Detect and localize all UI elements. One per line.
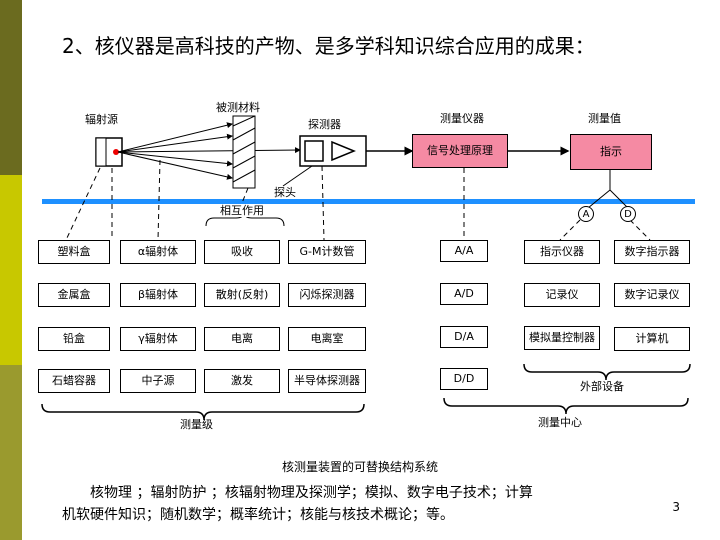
detector-box-4: 半导体探测器 [288,369,366,393]
shielding-box-1: 塑料盒 [38,240,110,264]
radiation-box-1: α辐射体 [120,240,196,264]
radiation-source-label: 辐射源 [85,113,118,126]
circle-a: A [578,206,594,222]
device-left-box-3: 模拟量控制器 [524,326,600,350]
device-right-box-1: 数字指示器 [614,240,690,264]
shielding-box-2: 金属盒 [38,283,110,307]
interaction-box-1: 吸收 [204,240,280,264]
paragraph-line-1: 核物理 ；辐射防护 ；核辐射物理及探测学；模拟、数字电子技术；计算 [90,485,533,501]
radiation-box-3: γ辐射体 [120,327,196,351]
value-label: 测量值 [588,112,621,125]
detector-label: 探测器 [308,118,341,131]
measurement-level-label: 测量级 [180,418,213,431]
radiation-box-4: 中子源 [120,369,196,393]
sample-label: 被测材料 [216,101,260,114]
band-middle [0,175,22,365]
circle-d: D [620,206,636,222]
device-right-box-3: 计算机 [614,327,690,351]
diagram-caption: 核测量装置的可替换结构系统 [281,460,438,474]
detector-box-1: G-M计数管 [288,240,366,264]
page-number: 3 [672,500,680,514]
interaction-box-3: 电离 [204,327,280,351]
device-left-box-1: 指示仪器 [524,240,600,264]
probe-label: 探头 [274,186,296,199]
display-box: 指示 [570,134,652,170]
shielding-box-3: 铅盒 [38,327,110,351]
detector-box-2: 闪烁探测器 [288,283,366,307]
shielding-box-4: 石蜡容器 [38,369,110,393]
band-top [0,0,22,175]
conversion-box-2: A/D [440,283,488,305]
radiation-box-2: β辐射体 [120,283,196,307]
conversion-box-4: D/D [440,368,488,390]
device-left-box-2: 记录仪 [524,283,600,307]
interaction-label: 相互作用 [220,204,264,217]
slide-heading: 2、核仪器是高科技的产物、是多学科知识综合应用的成果： [62,34,595,58]
external-devices-label: 外部设备 [580,380,624,393]
paragraph-line-2: 机软硬件知识；随机数学；概率统计；核能与核技术概论；等。 [62,507,454,523]
signal-processing-box: 信号处理原理 [412,134,508,168]
detector-box-3: 电离室 [288,327,366,351]
measurement-center-label: 测量中心 [538,416,582,429]
interaction-box-2: 散射(反射) [204,283,280,307]
instrument-label: 测量仪器 [440,112,484,125]
band-bottom [0,365,22,540]
body-paragraph: 核物理 ；辐射防护 ；核辐射物理及探测学；模拟、数字电子技术；计算 机软硬件知识… [62,482,662,526]
conversion-box-1: A/A [440,240,488,262]
device-right-box-2: 数字记录仪 [614,283,690,307]
interaction-box-4: 激发 [204,369,280,393]
conversion-box-3: D/A [440,326,488,348]
